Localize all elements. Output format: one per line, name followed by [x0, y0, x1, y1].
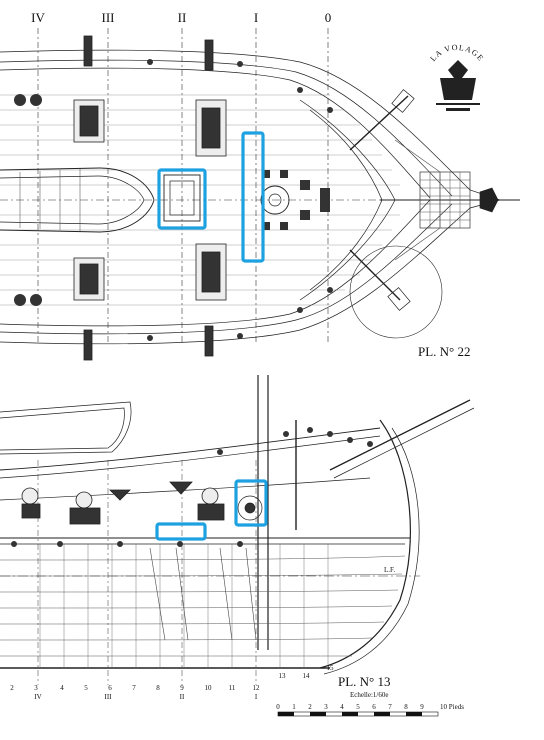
station-lines-bottom — [37, 460, 257, 685]
frame-tick: 4 — [60, 684, 64, 692]
highlight-boxes — [155, 131, 268, 541]
highlight-hatch-profile — [155, 522, 207, 541]
frame-tick: 6 — [108, 684, 112, 692]
frame-tick: 14 — [303, 672, 311, 680]
frame-tick: 9 — [180, 684, 184, 692]
scale-tick: 3 — [324, 703, 328, 711]
scale-tick: 8 — [404, 703, 408, 711]
scale-caption: Echelle:1/60e — [350, 691, 388, 699]
longboat — [0, 167, 155, 233]
scale-tick: 4 — [340, 703, 344, 711]
frame-tick: 13 — [279, 672, 287, 680]
la-volage-crest: LA VOLAGE — [428, 43, 485, 111]
highlight-bitts-top — [241, 131, 265, 263]
highlight-hatch-top — [157, 168, 207, 230]
station-label-i: I — [254, 10, 258, 25]
capstan — [260, 185, 290, 215]
bow-stem — [319, 419, 412, 669]
frame-tick: 2 — [10, 684, 14, 692]
frame-tick-labels: 2 3 4 5 6 7 8 9 10 11 12 13 14 15 — [10, 664, 334, 692]
hull-outline-lower — [0, 199, 501, 345]
scale-tick: 9 — [420, 703, 424, 711]
frame-tick: 3 — [34, 684, 38, 692]
side-profile-view — [0, 375, 475, 675]
frame-tick: 15 — [327, 664, 335, 672]
scale-tick: 2 — [308, 703, 312, 711]
profile-guns — [21, 481, 225, 525]
scale-tick: 6 — [372, 703, 376, 711]
frame-tick: 11 — [229, 684, 236, 692]
scale-tick: 0 — [276, 703, 280, 711]
waterline-label: L.F. — [384, 566, 395, 574]
station-label-0: 0 — [325, 10, 332, 25]
scale-tick: 1 — [292, 703, 296, 711]
deck-guns — [73, 35, 227, 361]
deck-plan-view — [0, 35, 520, 361]
crest-lettering: LA VOLAGE — [428, 43, 485, 63]
station-label-ii: II — [178, 10, 187, 25]
profile-station-marks: IV III II I — [34, 693, 258, 701]
profile-station-mark: II — [180, 693, 185, 701]
frame-tick: 7 — [132, 684, 136, 692]
scale-tick: 7 — [388, 703, 392, 711]
station-label-iii: III — [102, 10, 115, 25]
anchor-detail-circle — [349, 245, 443, 339]
hull-outline-upper — [0, 49, 501, 201]
profile-boat — [0, 401, 132, 455]
scale-tick: 10 Pieds — [440, 703, 464, 711]
frame-tick: 5 — [84, 684, 88, 692]
profile-station-mark: I — [255, 693, 258, 701]
scale-bar-ticks: 0 1 2 3 4 5 6 7 8 9 10 Pieds — [276, 703, 464, 711]
plate-label-13: PL. N° 13 — [338, 674, 391, 689]
plate-label-22: PL. N° 22 — [418, 344, 471, 359]
profile-station-mark: III — [105, 693, 113, 701]
scale-bar — [277, 711, 439, 717]
frame-tick: 10 — [205, 684, 213, 692]
station-label-iv: IV — [31, 10, 45, 25]
highlight-capstan-profile — [234, 479, 268, 527]
profile-station-mark: IV — [34, 693, 41, 701]
frame-tick: 8 — [156, 684, 160, 692]
scale-tick: 5 — [356, 703, 360, 711]
frame-tick: 12 — [253, 684, 261, 692]
station-lines-top — [37, 28, 329, 345]
